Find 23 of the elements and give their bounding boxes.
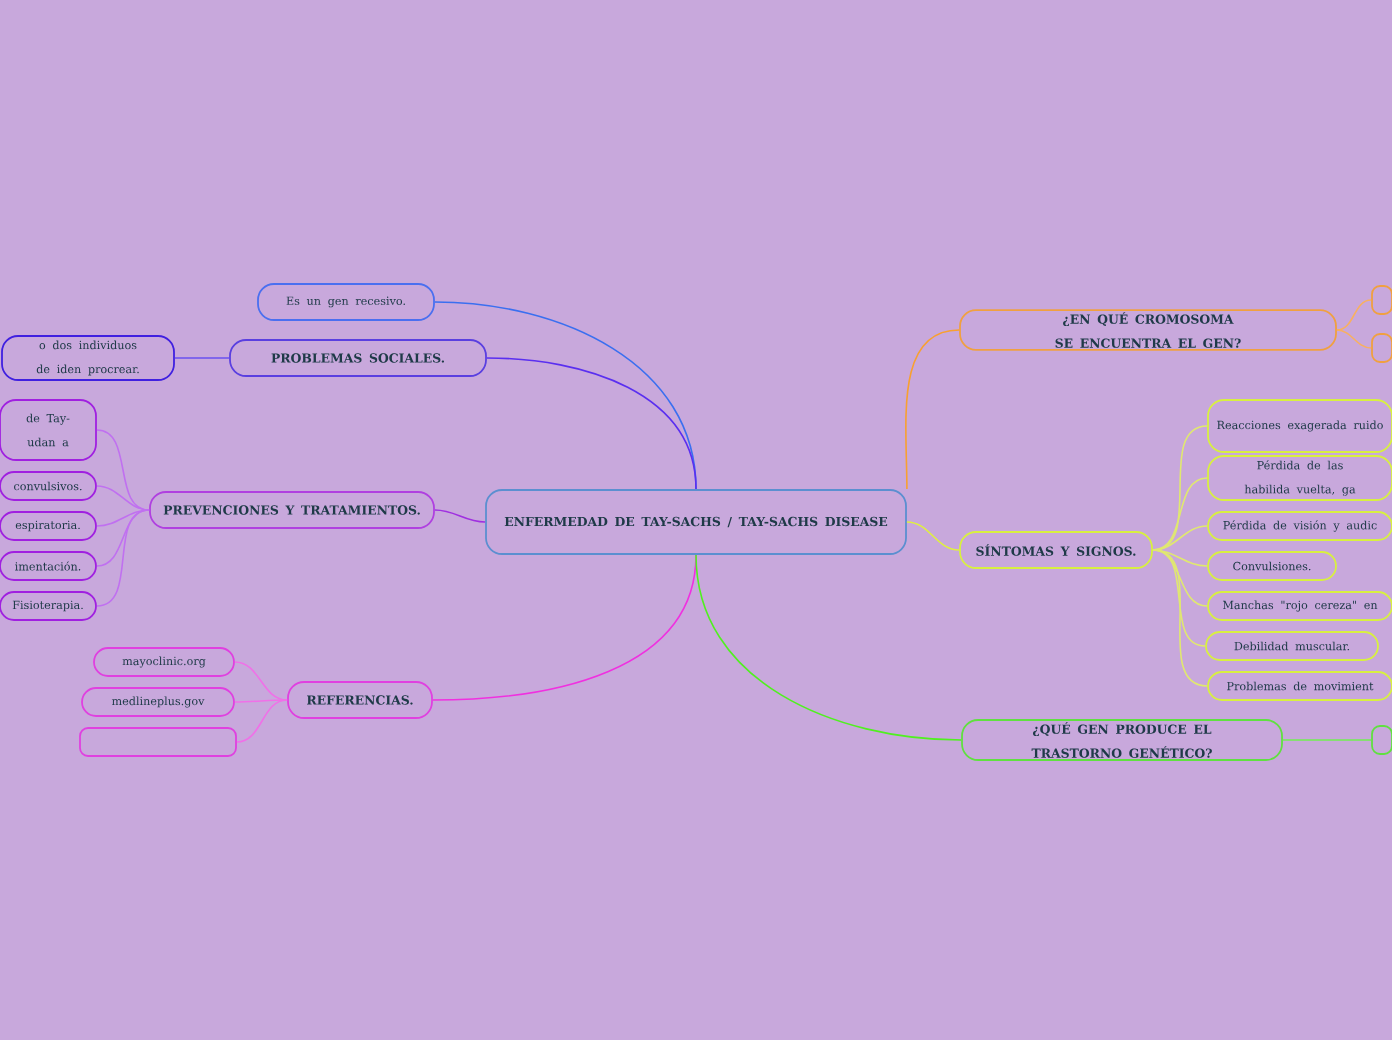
connector-line [174,357,230,359]
connector-line [1152,549,1206,647]
connector-line [96,485,150,511]
connector-line [905,329,960,490]
connector-line [234,699,288,703]
cut-off-box [1371,725,1392,755]
connector-line [96,509,150,607]
connector-line [96,429,150,511]
connector-line [1336,329,1372,349]
connector-line [906,521,960,551]
connector-line [1336,299,1372,331]
connector-line [695,554,962,741]
connector-line [234,661,288,701]
connector-line [1152,549,1208,687]
connector-line [236,699,288,743]
connector-line [1152,477,1208,551]
connector-line [1152,525,1208,551]
connector-line [1282,739,1372,741]
connector-line [434,509,486,523]
cut-off-box [79,727,237,757]
cut-off-box [1371,333,1392,363]
cut-off-box [1371,285,1392,315]
connector-line [486,357,697,490]
